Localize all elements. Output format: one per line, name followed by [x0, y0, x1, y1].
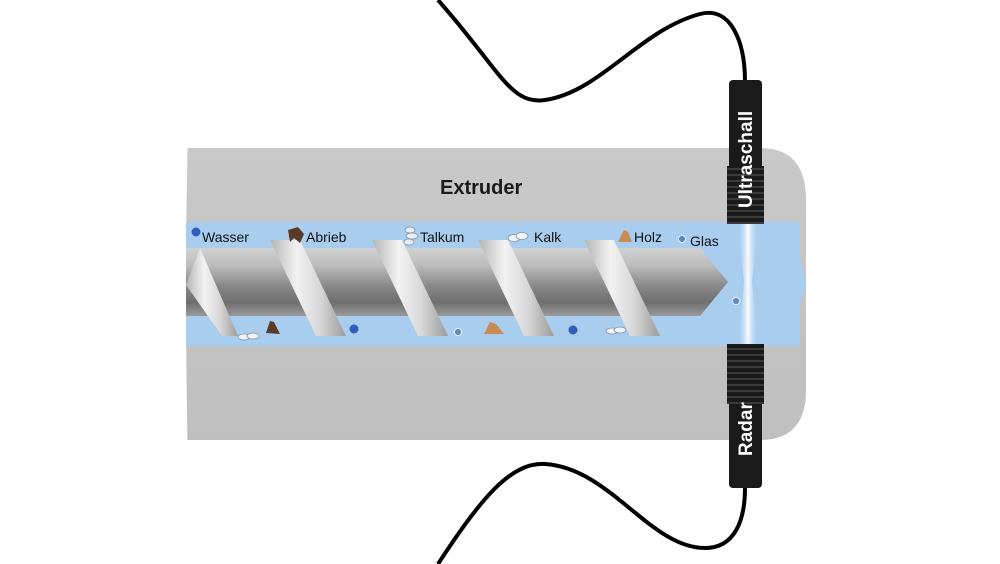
water-droplet-icon	[568, 325, 578, 335]
ultrasound-cable	[436, 0, 747, 103]
screw-flight	[270, 240, 346, 336]
material-label-holz: Holz	[634, 229, 662, 245]
melt-particles	[237, 297, 740, 341]
screw-flights	[186, 240, 660, 336]
ultrasound-sensor: Ultraschall	[727, 80, 764, 224]
ultrasound-sensor-label: Ultraschall	[736, 111, 757, 208]
talc-particle-icon	[403, 226, 419, 246]
screw-flight	[372, 240, 448, 336]
material-label-abrieb: Abrieb	[306, 229, 347, 245]
radar-cable	[436, 461, 747, 564]
lime-particle-icon	[507, 232, 529, 242]
screw-shaft	[186, 248, 728, 316]
screw-flight	[478, 240, 554, 336]
abrasion-particle-icon	[266, 321, 280, 334]
glass-bead-icon	[678, 235, 686, 243]
screw-flight	[186, 248, 238, 336]
glass-bead-icon	[732, 297, 740, 305]
glass-bead-icon	[454, 328, 462, 336]
barrel-left-edge	[183, 147, 188, 441]
radar-sensor-label: Radar	[736, 402, 757, 456]
material-legend: Wasser Abrieb Talkum Kalk Holz Glas	[191, 226, 719, 249]
wood-particle-icon	[484, 322, 504, 334]
radar-sensor: Radar	[727, 344, 764, 488]
wood-particle-icon	[618, 230, 632, 242]
material-label-glas: Glas	[690, 233, 719, 249]
material-label-kalk: Kalk	[534, 229, 562, 245]
water-droplet-icon	[349, 324, 359, 334]
diagram-title: Extruder	[440, 177, 522, 199]
lime-particle-icon	[605, 326, 627, 335]
abrasion-particle-icon	[288, 227, 304, 243]
lime-particle-icon	[237, 332, 260, 341]
water-droplet-icon	[191, 227, 201, 237]
material-label-wasser: Wasser	[202, 229, 249, 245]
sensor-beam	[738, 222, 758, 346]
material-label-talkum: Talkum	[420, 229, 464, 245]
screw-flight	[584, 240, 660, 336]
